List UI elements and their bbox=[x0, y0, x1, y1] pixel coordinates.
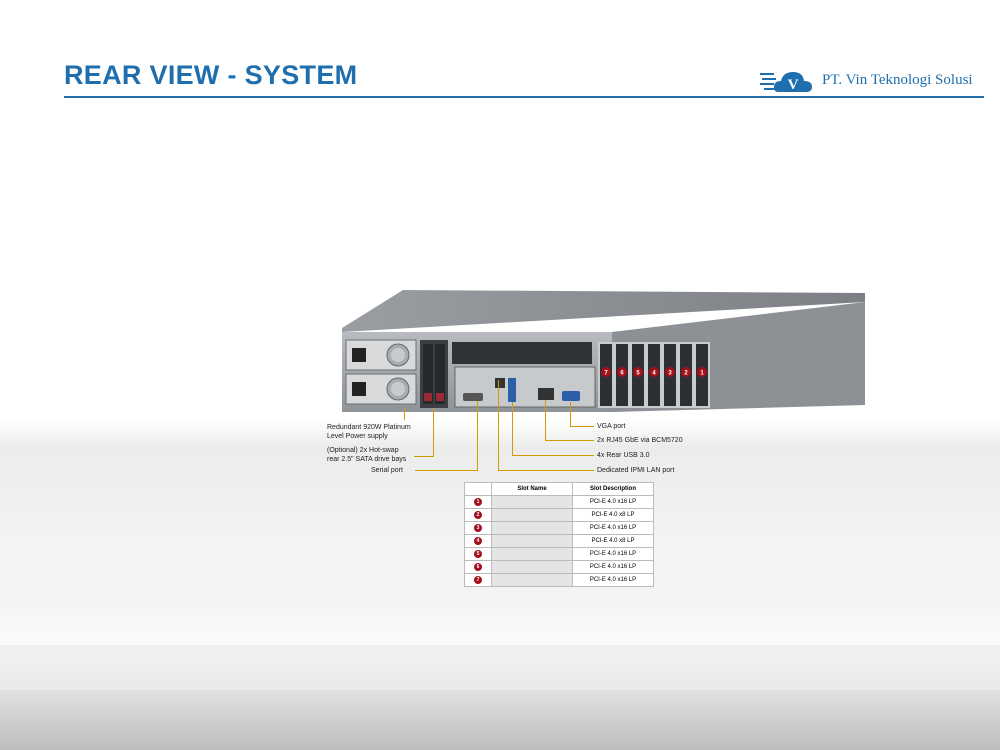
slot-table-row: 3 PCI-E 4.0 x16 LP bbox=[464, 521, 654, 535]
slot-description-cell: PCI-E 4.0 x16 LP bbox=[572, 560, 654, 574]
slot-badge bbox=[649, 367, 659, 377]
brand-name: PT. Vin Teknologi Solusi bbox=[822, 72, 973, 88]
vga-callout-line bbox=[570, 402, 571, 427]
psu-callout-line bbox=[404, 408, 405, 420]
slot-description-cell: PCI-E 4.0 x8 LP bbox=[572, 534, 654, 548]
serial-port-label: Serial port bbox=[371, 467, 403, 474]
logo-letter: V bbox=[788, 77, 799, 93]
header-num bbox=[464, 482, 492, 496]
slot-description-cell: PCI-E 4.0 x16 LP bbox=[572, 573, 654, 587]
vga-port-graphic bbox=[562, 391, 580, 401]
slot-number-cell: 2 bbox=[464, 508, 492, 522]
slot-number-cell: 1 bbox=[464, 495, 492, 509]
slot-name-cell bbox=[491, 508, 573, 522]
drive-bays-label-line-2: rear 2.5" SATA drive bays bbox=[327, 456, 407, 463]
chassis-top bbox=[342, 290, 865, 332]
title-underline bbox=[64, 96, 984, 98]
slot-number-cell: 6 bbox=[464, 560, 492, 574]
slot-badge bbox=[665, 367, 675, 377]
rj45-label: 2x RJ45 GbE via BCM5720 bbox=[597, 437, 683, 444]
slot-badge bbox=[617, 367, 627, 377]
slot-number-badge: 6 bbox=[474, 563, 482, 571]
usb-ports-graphic bbox=[508, 378, 516, 402]
slot-number-cell: 3 bbox=[464, 521, 492, 535]
rj45-callout-line-h bbox=[545, 440, 594, 441]
ipmi-callout-line bbox=[498, 380, 499, 470]
vga-port-label: VGA port bbox=[597, 423, 626, 430]
slot-badge-label: 5 bbox=[636, 371, 640, 377]
drive-callout-line bbox=[433, 408, 434, 457]
slot-badge-label: 1 bbox=[700, 371, 704, 377]
slot-description-cell: PCI-E 4.0 x8 LP bbox=[572, 508, 654, 522]
drive-bays-label-line-1: (Optional) 2x Hot-swap bbox=[327, 447, 399, 454]
usb-callout-line-h bbox=[512, 455, 594, 456]
psu-label-line-1: Redundant 920W Platinum bbox=[327, 424, 411, 431]
serial-callout-line-h bbox=[415, 470, 478, 471]
slot-badge-label: 4 bbox=[652, 371, 656, 377]
slot-name-cell bbox=[491, 521, 573, 535]
drive-callout-line-h bbox=[414, 456, 434, 457]
slot-table-header: Slot Name Slot Description bbox=[464, 482, 654, 496]
slot-number-badge: 7 bbox=[474, 576, 482, 584]
slot-name-cell bbox=[491, 547, 573, 561]
psu-label-line-2: Level Power supply bbox=[327, 433, 388, 440]
drive-bays-label: (Optional) 2x Hot-swap rear 2.5" SATA dr… bbox=[327, 446, 406, 464]
company-logo: V PT. Vin Teknologi Solusi bbox=[760, 64, 990, 98]
rj45-ports-graphic bbox=[538, 388, 554, 400]
server-rear-view: 7 6 5 4 3 2 1 bbox=[342, 290, 865, 412]
slot-number-badge: 3 bbox=[474, 524, 482, 532]
slot-badge bbox=[633, 367, 643, 377]
header-slot-description: Slot Description bbox=[572, 482, 654, 496]
slot-badge-label: 2 bbox=[684, 371, 688, 377]
slot-badge-label: 6 bbox=[620, 371, 624, 377]
slot-badge bbox=[681, 367, 691, 377]
slot-name-cell bbox=[491, 560, 573, 574]
slot-name-cell bbox=[491, 573, 573, 587]
slot-description-cell: PCI-E 4.0 x16 LP bbox=[572, 495, 654, 509]
serial-callout-line bbox=[477, 401, 478, 471]
usb-callout-line bbox=[512, 402, 513, 456]
serial-port-graphic bbox=[463, 393, 483, 401]
slot-number-badge: 2 bbox=[474, 511, 482, 519]
slot-table-row: 6 PCI-E 4.0 x16 LP bbox=[464, 560, 654, 574]
ipmi-port-graphic bbox=[495, 378, 505, 388]
slot-description-cell: PCI-E 4.0 x16 LP bbox=[572, 547, 654, 561]
slot-number-cell: 5 bbox=[464, 547, 492, 561]
psu-label: Redundant 920W Platinum Level Power supp… bbox=[327, 423, 411, 441]
slot-badge bbox=[697, 367, 707, 377]
slot-table-row: 4 PCI-E 4.0 x8 LP bbox=[464, 534, 654, 548]
background-floor bbox=[0, 595, 1000, 645]
slot-badges: 7 6 5 4 3 2 1 bbox=[600, 344, 708, 406]
cloud-logo-icon: V bbox=[760, 72, 812, 93]
slot-badge-label: 3 bbox=[668, 371, 672, 377]
page-title: REAR VIEW - SYSTEM bbox=[64, 60, 358, 90]
slot-number-badge: 1 bbox=[474, 498, 482, 506]
slot-table-row: 2 PCI-E 4.0 x8 LP bbox=[464, 508, 654, 522]
slot-table-row: 1 PCI-E 4.0 x16 LP bbox=[464, 495, 654, 509]
slot-name-cell bbox=[491, 534, 573, 548]
slot-table-row: 7 PCI-E 4.0 x16 LP bbox=[464, 573, 654, 587]
slot-number-badge: 5 bbox=[474, 550, 482, 558]
usb-label: 4x Rear USB 3.0 bbox=[597, 452, 650, 459]
slot-table-row: 5 PCI-E 4.0 x16 LP bbox=[464, 547, 654, 561]
ipmi-callout-line-h bbox=[498, 470, 594, 471]
slot-number-cell: 7 bbox=[464, 573, 492, 587]
header-slot-name: Slot Name bbox=[491, 482, 573, 496]
slot-name-cell bbox=[491, 495, 573, 509]
vent-grid bbox=[452, 342, 592, 364]
vga-callout-line-h bbox=[570, 426, 594, 427]
slot-description-cell: PCI-E 4.0 x16 LP bbox=[572, 521, 654, 535]
slot-badge-label: 7 bbox=[604, 371, 608, 377]
background-shelf bbox=[0, 690, 1000, 750]
rj45-callout-line bbox=[545, 400, 546, 441]
slot-number-cell: 4 bbox=[464, 534, 492, 548]
slot-badge bbox=[601, 367, 611, 377]
slot-number-badge: 4 bbox=[474, 537, 482, 545]
ipmi-label: Dedicated IPMI LAN port bbox=[597, 467, 675, 474]
